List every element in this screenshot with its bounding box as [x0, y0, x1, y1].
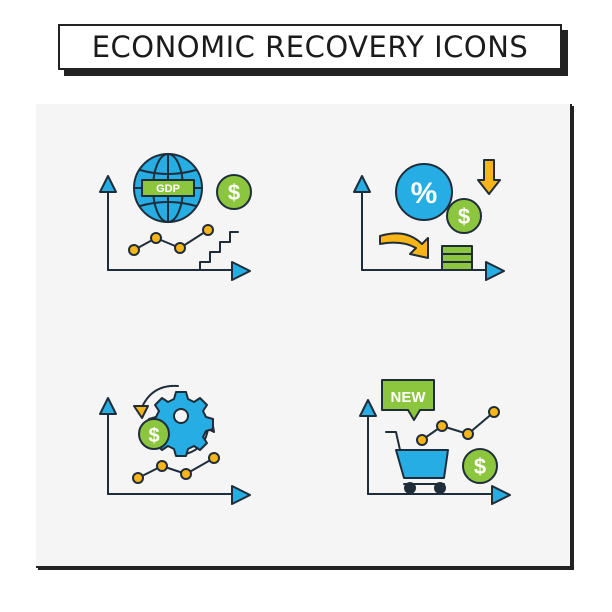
trend-point [180, 468, 192, 480]
trend-point [150, 232, 162, 244]
dollar-symbol: $ [148, 425, 159, 447]
icon-panel: GDP $ % $ [36, 104, 572, 568]
x-axis-arrow-icon [485, 261, 505, 281]
new-label: NEW [391, 389, 427, 406]
trend-point [202, 224, 214, 236]
new-badge [381, 379, 435, 421]
dollar-symbol: $ [474, 454, 486, 479]
dollar-coin-icon [138, 418, 170, 450]
gdp-growth-icon: GDP $ [99, 153, 252, 281]
coin-stack-icon [441, 245, 473, 271]
dollar-coin-icon [446, 198, 482, 234]
y-axis-arrow-icon [99, 175, 117, 193]
trend-line [137, 457, 215, 479]
trend-point [128, 244, 140, 256]
shopping-cart-icon [385, 431, 449, 494]
down-arrow-icon [477, 159, 501, 195]
trend-point [208, 452, 220, 464]
economic-activity-icon: $ [99, 384, 251, 505]
dollar-coin-icon [216, 174, 252, 210]
title-banner: ECONOMIC RECOVERY ICONS [58, 24, 562, 70]
percent-symbol: % [411, 177, 438, 210]
x-axis-arrow-icon [231, 261, 251, 281]
trend-point [488, 406, 500, 418]
trend-point [156, 460, 168, 472]
dollar-symbol: $ [228, 180, 240, 205]
stairs-icon [199, 231, 239, 271]
trend-point [174, 242, 186, 254]
gdp-label: GDP [156, 183, 180, 195]
new-consumer-spending-icon: NEW $ [359, 379, 511, 505]
dollar-coin-icon [462, 448, 498, 484]
trend-point [416, 434, 428, 446]
y-axis-arrow-icon [99, 397, 117, 415]
dollar-symbol: $ [458, 204, 470, 229]
y-axis-arrow-icon [353, 175, 371, 193]
trend-line [421, 411, 495, 441]
gdp-label-bar [141, 179, 195, 197]
x-axis-arrow-icon [491, 485, 511, 505]
percent-circle-icon [395, 163, 453, 221]
trend-point [436, 420, 448, 432]
interest-rate-cut-icon: % $ [353, 159, 505, 281]
trend-point [462, 428, 474, 440]
curved-arrow-icon [379, 232, 429, 259]
trend-line [133, 229, 209, 251]
x-axis-arrow-icon [231, 485, 251, 505]
page-title: ECONOMIC RECOVERY ICONS [91, 30, 529, 64]
trend-point [132, 472, 144, 484]
y-axis-arrow-icon [359, 399, 377, 417]
